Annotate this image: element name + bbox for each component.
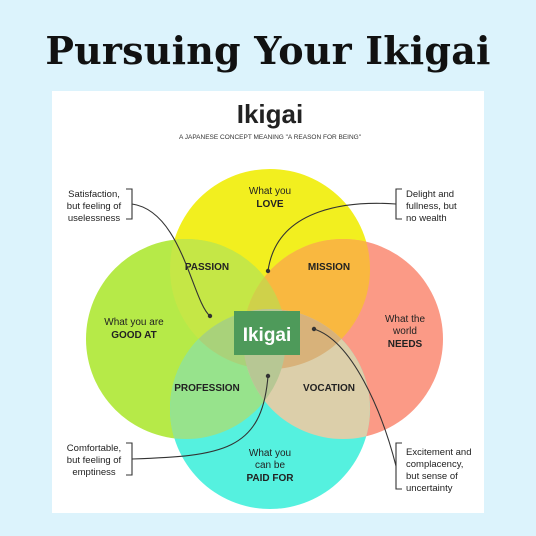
paid-for-label-line3: PAID FOR <box>246 473 294 484</box>
annotation-top-left-line1: Satisfaction, <box>68 189 120 200</box>
needs-label-line3: NEEDS <box>388 339 423 350</box>
page-title: Pursuing Your Ikigai <box>45 28 491 73</box>
needs-label-line2: world <box>392 326 417 337</box>
connector-bottom-right-curve <box>313 328 397 467</box>
connector-dot-passion <box>207 313 213 319</box>
paid-for-label-line1: What you <box>249 448 291 459</box>
annotation-top-left-line3: uselessness <box>68 213 121 224</box>
annotation-top-right-line2: fullness, but <box>406 201 457 212</box>
connector-dot-profession <box>265 373 271 379</box>
annotation-bottom-left-line3: emptiness <box>72 467 116 478</box>
connector-dot-mission <box>265 268 271 274</box>
annotation-connectors <box>126 188 402 490</box>
mission-label: MISSION <box>308 262 350 273</box>
ikigai-center-box <box>234 311 300 355</box>
connector-top-left <box>126 188 133 220</box>
annotation-bottom-left-line1: Comfortable, <box>67 443 121 454</box>
diagram-subtitle: A JAPANESE CONCEPT MEANING "A REASON FOR… <box>179 134 362 141</box>
love-label-line1: What you <box>249 186 291 197</box>
connector-dot-vocation <box>311 326 317 332</box>
ikigai-center-label: Ikigai <box>243 325 292 346</box>
connector-top-right-curve <box>267 202 397 272</box>
connector-bottom-left-curve <box>131 375 269 460</box>
passion-label: PASSION <box>185 262 229 273</box>
love-label-line2: LOVE <box>256 199 284 210</box>
annotation-bottom-right-line2: complacency, <box>406 459 463 470</box>
annotation-top-left-line2: but feeling of <box>67 201 122 212</box>
annotation-bottom-right-line1: Excitement and <box>406 447 471 458</box>
connector-top-right <box>395 188 402 220</box>
paid-for-label-line2: can be <box>255 460 285 471</box>
connector-top-left-curve <box>131 203 211 317</box>
annotation-bottom-right-line3: but sense of <box>406 471 458 482</box>
annotation-top-right-line1: Delight and <box>406 189 454 200</box>
annotation-top-right-line3: no wealth <box>406 213 447 224</box>
diagram-title: Ikigai <box>237 99 303 129</box>
vocation-label: VOCATION <box>303 383 355 394</box>
good-at-label-line1: What you are <box>104 317 164 328</box>
ikigai-venn-diagram: Ikigai Ikigai A JAPANESE CONCEPT MEANING… <box>67 99 471 509</box>
profession-label: PROFESSION <box>174 383 240 394</box>
ikigai-diagram-card: Ikigai Ikigai A JAPANESE CONCEPT MEANING… <box>52 91 484 513</box>
annotation-bottom-right-line4: uncertainty <box>406 483 453 494</box>
annotation-bottom-left-line2: but feeling of <box>67 455 122 466</box>
connector-bottom-right <box>395 442 402 490</box>
needs-label-line1: What the <box>385 314 425 325</box>
connector-bottom-left <box>126 442 133 476</box>
good-at-label-line2: GOOD AT <box>111 330 157 341</box>
